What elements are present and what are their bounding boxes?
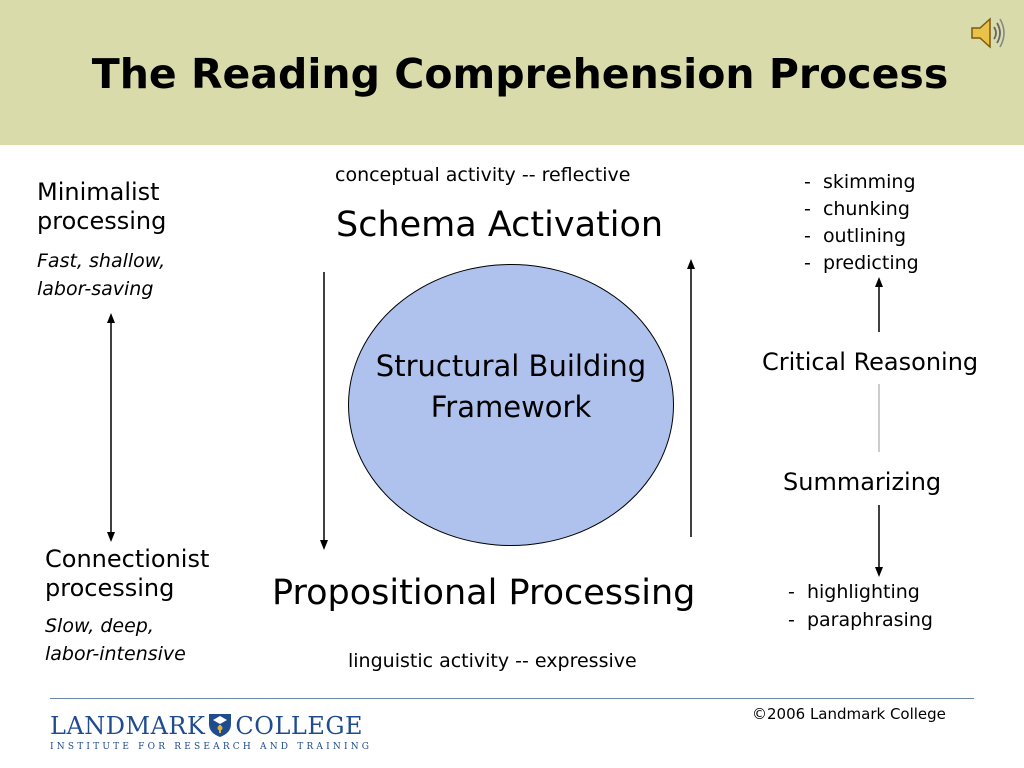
connectionist-heading-line2: processing: [45, 573, 175, 602]
minimalist-heading: Minimalist processing: [37, 178, 166, 236]
minimalist-heading-line2: processing: [37, 206, 167, 235]
minimalist-heading-line1: Minimalist: [37, 178, 160, 206]
connectionist-desc-line2: labor-intensive: [45, 643, 186, 665]
schema-activation-heading: Schema Activation: [336, 205, 664, 245]
footer-divider: [50, 698, 974, 699]
ellipse-label: Structural Building Framework: [375, 349, 647, 424]
crest-icon: [209, 714, 232, 737]
bottom-strategy-list: highlighting paraphrasing: [788, 578, 933, 634]
logo-wordmark: LANDMARK COLLEGE: [50, 712, 363, 740]
connectionist-heading: Connectionist processing: [45, 545, 209, 603]
landmark-college-logo: LANDMARK COLLEGE INSTITUTE FOR RESEARCH …: [50, 712, 373, 760]
speaker-icon[interactable]: [968, 14, 1008, 52]
list-item: predicting: [804, 250, 919, 277]
minimalist-description: Fast, shallow, labor-saving: [37, 247, 165, 303]
minimalist-desc-line1: Fast, shallow,: [37, 250, 166, 272]
logo-tagline: INSTITUTE FOR RESEARCH AND TRAINING: [50, 742, 373, 752]
connectionist-description: Slow, deep, labor-intensive: [45, 612, 186, 668]
header-band: [0, 0, 1024, 145]
propositional-processing-heading: Propositional Processing: [272, 573, 696, 613]
slide-title: The Reading Comprehension Process: [91, 50, 949, 98]
logo-left-word: LANDMARK: [50, 712, 206, 740]
list-item: chunking: [804, 196, 919, 223]
copyright-text: ©2006 Landmark College: [752, 705, 946, 723]
connectionist-heading-line1: Connectionist: [45, 545, 210, 573]
linguistic-caption: linguistic activity -- expressive: [348, 650, 637, 672]
list-item: skimming: [804, 169, 919, 196]
summarizing-label: Summarizing: [783, 468, 942, 496]
structural-building-ellipse: [348, 264, 674, 546]
conceptual-caption: conceptual activity -- reflective: [335, 164, 631, 186]
minimalist-desc-line2: labor-saving: [37, 278, 154, 300]
list-item: paraphrasing: [788, 606, 933, 634]
connectionist-desc-line1: Slow, deep,: [45, 615, 154, 637]
logo-right-word: COLLEGE: [235, 712, 364, 740]
critical-reasoning-label: Critical Reasoning: [762, 348, 979, 376]
list-item: highlighting: [788, 578, 933, 606]
top-strategy-list: skimming chunking outlining predicting: [804, 169, 919, 277]
list-item: outlining: [804, 223, 919, 250]
